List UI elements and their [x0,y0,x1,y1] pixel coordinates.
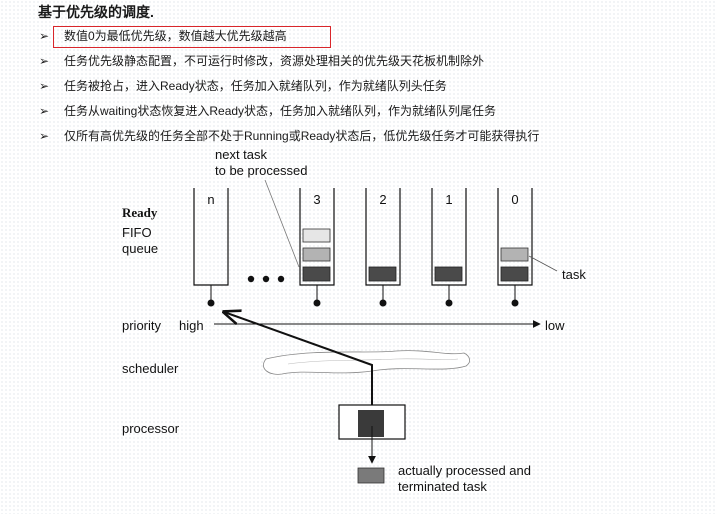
task-block [302,228,331,243]
ready-label: Ready [122,205,158,220]
bullet-text: 仅所有高优先级的任务全部不处于Running或Ready状态后，低优先级任务才可… [64,129,540,143]
bullet-text: 数值0为最低优先级，数值越大优先级越高 [64,29,287,43]
terminated-label-2: terminated task [398,479,487,494]
dispatch-arrow [224,312,373,424]
running-task-block [358,410,384,437]
task-block [434,266,463,282]
queue-label-n: n [207,192,214,207]
queue-dot [511,299,519,307]
bullet-text: 任务优先级静态配置，不可运行时修改，资源处理相关的优先级天花板机制除外 [64,54,485,68]
terminated-label: actually processed and [398,463,531,478]
task-block [500,266,529,282]
page-title: 基于优先级的调度. [38,4,154,20]
queue-dot [313,299,321,307]
arrow-bullet-icon: ➢ [39,129,50,143]
task-block [302,266,331,282]
bullet-text: 任务被抢占，进入Ready状态，任务加入就绪队列，作为就绪队列头任务 [64,79,447,93]
scheduling-diagram: next task to be processed Ready FIFO que… [122,147,586,494]
queue-label-1: 1 [445,192,452,207]
scheduler-cloud-fold [287,358,459,365]
ellipsis-dot [262,275,270,283]
fifo-label: FIFO [122,225,152,240]
queue-label: queue [122,241,158,256]
scheduler-label: scheduler [122,361,179,376]
arrow-bullet-icon: ➢ [39,79,50,93]
ellipsis-dot [247,275,255,283]
queue-label-0: 0 [511,192,518,207]
priority-high-label: high [179,318,204,333]
next-task-label: next task [215,147,268,162]
ellipsis-dot [277,275,285,283]
terminated-task-block [357,467,385,484]
task-block [368,266,397,282]
bullet-item: ➢ 任务优先级静态配置，不可运行时修改，资源处理相关的优先级天花板机制除外 [38,52,539,77]
arrow-bullet-icon: ➢ [39,29,50,43]
bullet-item: ➢ 仅所有高优先级的任务全部不处于Running或Ready状态后，低优先级任务才… [38,127,539,152]
next-task-pointer [264,179,300,268]
task-label: task [562,267,586,282]
processor-label: processor [122,421,180,436]
bullet-list: ➢ 数值0为最低优先级，数值越大优先级越高 ➢ 任务优先级静态配置，不可运行时修改，… [38,27,539,152]
queue-dot [207,299,215,307]
task-block [302,247,331,262]
queue-dot [379,299,387,307]
queue-label-3: 3 [313,192,320,207]
arrow-bullet-icon: ➢ [39,54,50,68]
task-block [500,247,529,262]
bullet-item: ➢ 数值0为最低优先级，数值越大优先级越高 [38,27,539,52]
highlight-box [53,26,331,48]
priority-label: priority [122,318,162,333]
next-task-label-2: to be processed [215,163,308,178]
queue-label-2: 2 [379,192,386,207]
task-pointer [528,255,558,272]
priority-low-label: low [545,318,565,333]
bullet-text: 任务从waiting状态恢复进入Ready状态，任务加入就绪队列，作为就绪队列尾… [64,104,497,118]
bullet-item: ➢ 任务从waiting状态恢复进入Ready状态，任务加入就绪队列，作为就绪队列… [38,102,539,127]
queue-dot [445,299,453,307]
arrow-bullet-icon: ➢ [39,104,50,118]
bullet-item: ➢ 任务被抢占，进入Ready状态，任务加入就绪队列，作为就绪队列头任务 [38,77,539,102]
